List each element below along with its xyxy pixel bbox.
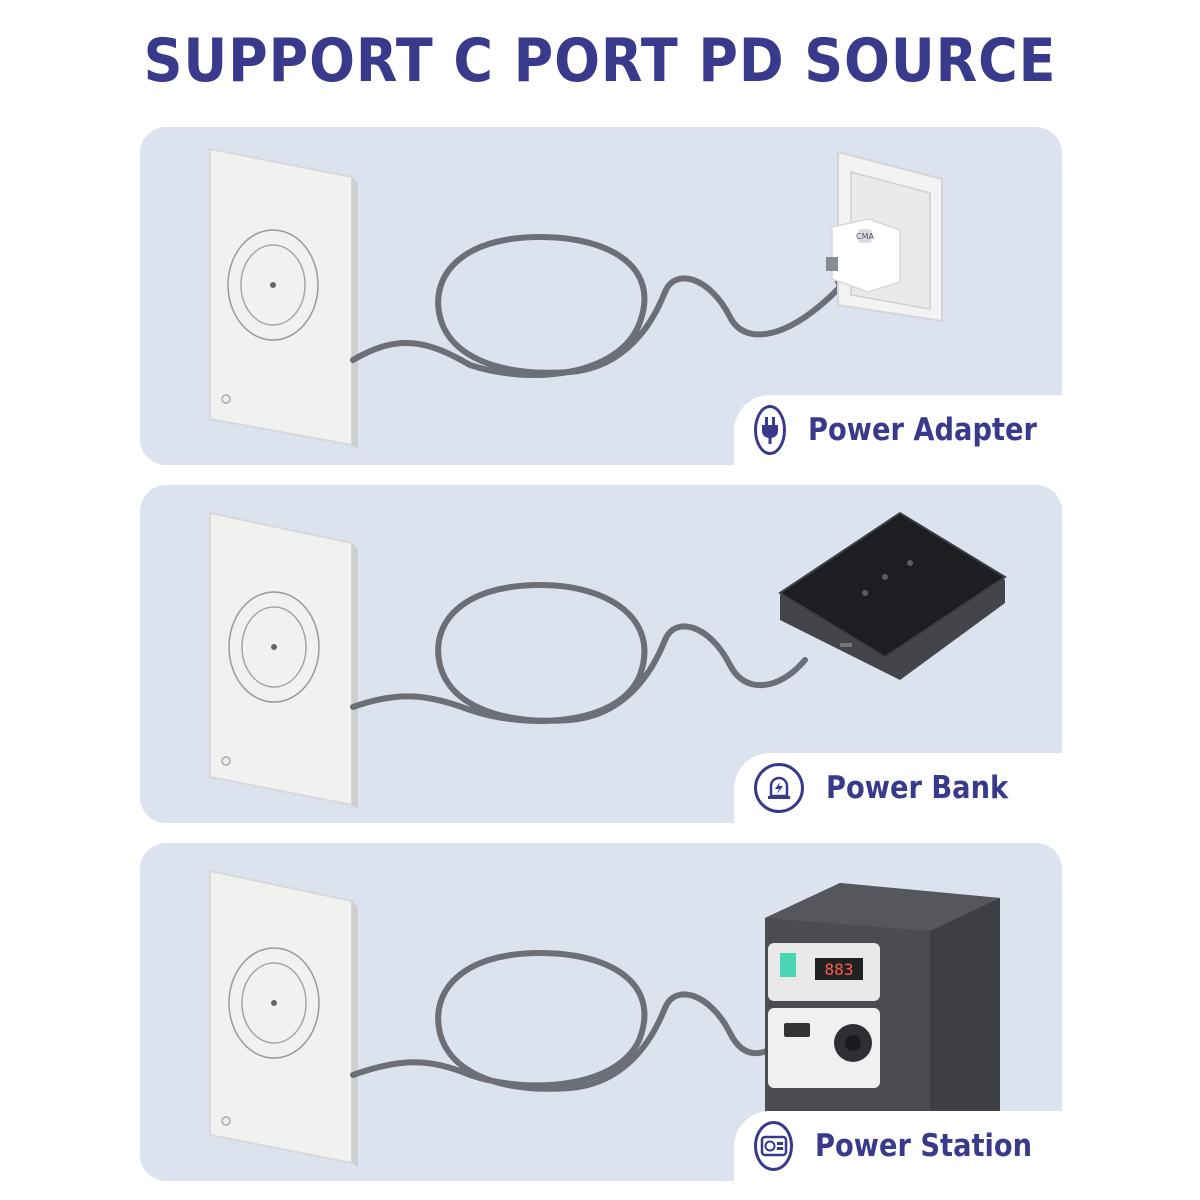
station-display: 883: [825, 960, 854, 979]
panel-power-adapter: CMA Power Adapter: [140, 127, 1062, 465]
label-power-bank: Power Bank: [734, 753, 1062, 823]
power-station-device: 883: [765, 883, 1000, 1163]
cable: [350, 233, 844, 378]
plug-icon: [754, 405, 786, 455]
label-power-adapter-text: Power Adapter: [808, 412, 1037, 448]
scene-power-station: 883: [209, 869, 1000, 1167]
cable: [350, 581, 808, 724]
cable: [350, 949, 798, 1092]
label-power-station-text: Power Station: [815, 1128, 1033, 1164]
wireless-wall-plate: [209, 511, 358, 809]
power-station-icon: [754, 1121, 794, 1171]
adapter-logo: CMA: [856, 232, 874, 241]
scene-power-adapter: CMA: [209, 147, 943, 449]
wireless-wall-plate: [209, 869, 358, 1167]
wireless-wall-plate: [209, 147, 358, 449]
power-bank-icon: [754, 763, 804, 813]
label-power-station: Power Station: [734, 1111, 1062, 1181]
label-power-adapter: Power Adapter: [734, 395, 1062, 465]
power-adapter-device: CMA: [826, 150, 943, 323]
scene-power-bank: [209, 511, 1007, 809]
panel-power-bank: Power Bank: [140, 485, 1062, 823]
page-title: SUPPORT C PORT PD SOURCE: [143, 26, 1057, 96]
label-power-bank-text: Power Bank: [826, 770, 1009, 806]
panel-power-station: 883 Power Station: [140, 843, 1062, 1181]
power-bank-device: [778, 511, 1007, 680]
